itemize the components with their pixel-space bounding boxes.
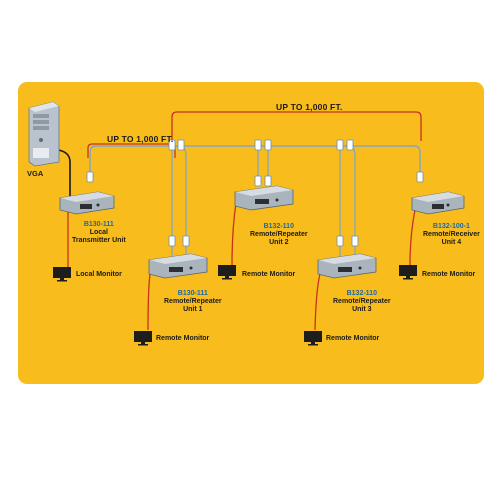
unit-line2: Transmitter Unit <box>72 237 126 244</box>
unit-label-repeater-2: B132-110 Remote/Repeater Unit 2 <box>250 223 308 247</box>
monitor-label-unit3: Remote Monitor <box>326 335 380 342</box>
connector-plug <box>177 139 185 151</box>
connector-plug <box>264 175 272 187</box>
distance-bracket-span <box>171 111 422 141</box>
unit-model: B132-100-1 <box>432 223 470 230</box>
connector-plug <box>168 139 176 151</box>
monitor-icon <box>134 331 152 346</box>
distance-label-span: UP TO 1,000 FT. <box>276 102 343 112</box>
monitor-label-local: Local Monitor <box>76 271 122 278</box>
connector-plug <box>336 139 344 151</box>
unit-box-local-transmitter <box>59 191 115 215</box>
connector-plug <box>86 171 94 183</box>
source-label: VGA <box>27 169 44 178</box>
unit-label-receiver-4: B132-100-1 Remote/Receiver Unit 4 <box>423 223 480 247</box>
unit-model: B130-111 <box>83 221 114 228</box>
unit-model: B130-111 <box>177 290 208 297</box>
unit-box-repeater-3 <box>317 253 377 279</box>
connector-plug <box>264 139 272 151</box>
unit-line1: Remote/Receiver <box>423 231 480 238</box>
unit-box-repeater-2 <box>234 185 294 211</box>
monitor-cable-unit4 <box>409 209 416 266</box>
connector-plug <box>346 139 354 151</box>
unit-label-repeater-1: B130-111 Remote/Repeater Unit 1 <box>164 290 222 314</box>
unit-line2: Unit 3 <box>352 306 372 313</box>
monitor-cable-unit2 <box>231 202 237 266</box>
unit-model: B132-110 <box>263 223 294 230</box>
unit-line1: Local <box>89 229 108 236</box>
monitor-icon <box>53 267 71 282</box>
unit-line2: Unit 2 <box>269 239 289 246</box>
distance-label-segment: UP TO 1,000 FT. <box>107 134 174 144</box>
connector-plug <box>182 235 190 247</box>
connector-plug <box>336 235 344 247</box>
monitor-icon <box>218 265 236 280</box>
connector-plug <box>254 139 262 151</box>
monitor-cable-unit1 <box>147 273 151 331</box>
unit-label-local: B130-111 Local Transmitter Unit <box>72 221 126 245</box>
unit-line1: Remote/Repeater <box>164 298 222 305</box>
connector-plug <box>416 171 424 183</box>
unit-line1: Remote/Repeater <box>250 231 308 238</box>
unit-box-repeater-1 <box>148 253 208 279</box>
monitor-icon <box>304 331 322 346</box>
vga-cable <box>57 149 71 196</box>
monitor-icon <box>399 265 417 280</box>
connector-plug <box>254 175 262 187</box>
unit-line1: Remote/Repeater <box>333 298 391 305</box>
monitor-label-unit1: Remote Monitor <box>156 335 210 342</box>
connector-plug <box>168 235 176 247</box>
monitor-label-unit2: Remote Monitor <box>242 271 296 278</box>
unit-model: B132-110 <box>346 290 377 297</box>
computer-tower-icon <box>28 101 60 167</box>
monitor-label-unit4: Remote Monitor <box>422 271 476 278</box>
diagram-background <box>18 82 484 384</box>
unit-line2: Unit 4 <box>441 239 462 246</box>
trunk-cable <box>89 145 421 180</box>
monitor-cable-unit3 <box>314 273 321 331</box>
unit-line2: Unit 1 <box>183 306 203 313</box>
unit-box-receiver-4 <box>411 191 465 215</box>
unit-label-repeater-3: B132-110 Remote/Repeater Unit 3 <box>333 290 391 314</box>
connector-plug <box>351 235 359 247</box>
